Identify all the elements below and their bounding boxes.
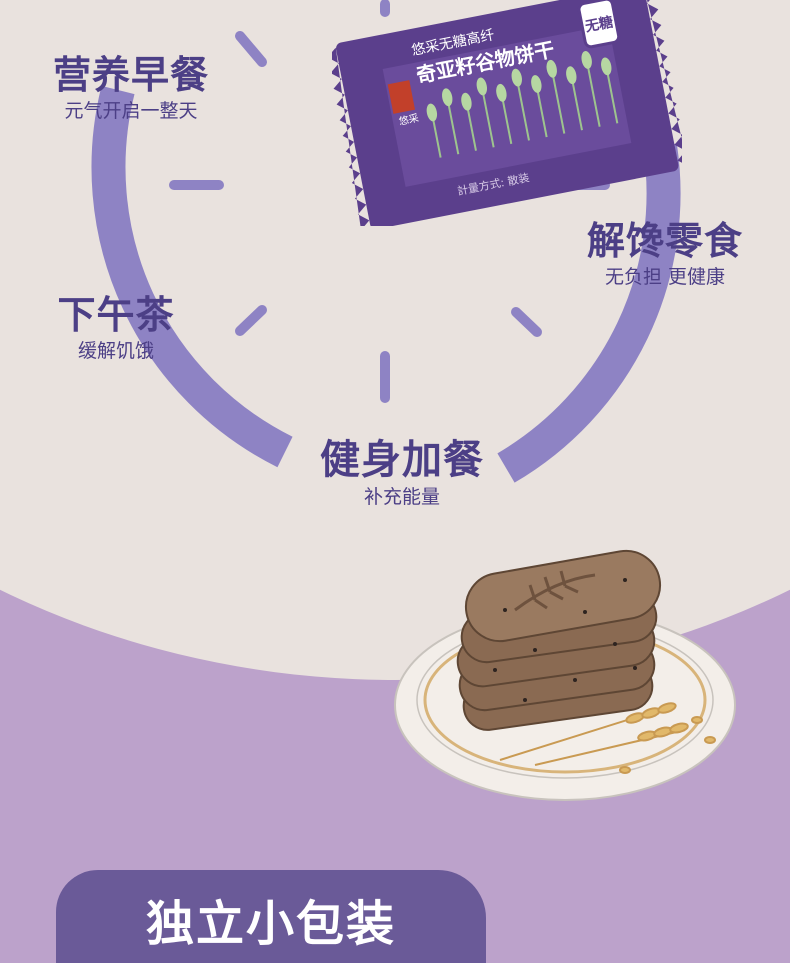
breakfast-subtitle: 元气开启一整天 [64,100,198,122]
bottom-title: 独立小包装 [145,896,396,952]
breakfast-title: 营养早餐 [52,53,209,97]
package-logo-text: 悠采 [398,111,420,128]
biscuit-package-icon: 无糖 悠采无糖高纤 奇亚籽谷物饼干 悠采 計量方式: 散装 [332,0,682,226]
biscuit-plate-icon [394,549,736,801]
snack-title: 解馋零食 [586,219,743,263]
fitness-label: 健身加餐 补充能量 [302,440,502,507]
bottom-banner [56,870,486,963]
snack-subtitle: 无负担 更健康 [604,266,726,288]
afternoon-tea-title: 下午茶 [57,293,175,337]
afternoon-tea-label: 下午茶 缓解饥饿 [38,296,194,361]
afternoon-tea-subtitle: 缓解饥饿 [77,340,154,362]
fitness-title: 健身加餐 [320,437,484,483]
wheat-icon [499,702,716,774]
fitness-subtitle: 补充能量 [363,486,440,508]
snack-label: 解馋零食 无负担 更健康 [572,222,758,287]
brand-logo-icon [387,80,416,114]
breakfast-label: 营养早餐 元气开启一整天 [36,56,226,121]
package-badge: 无糖 [583,13,615,35]
